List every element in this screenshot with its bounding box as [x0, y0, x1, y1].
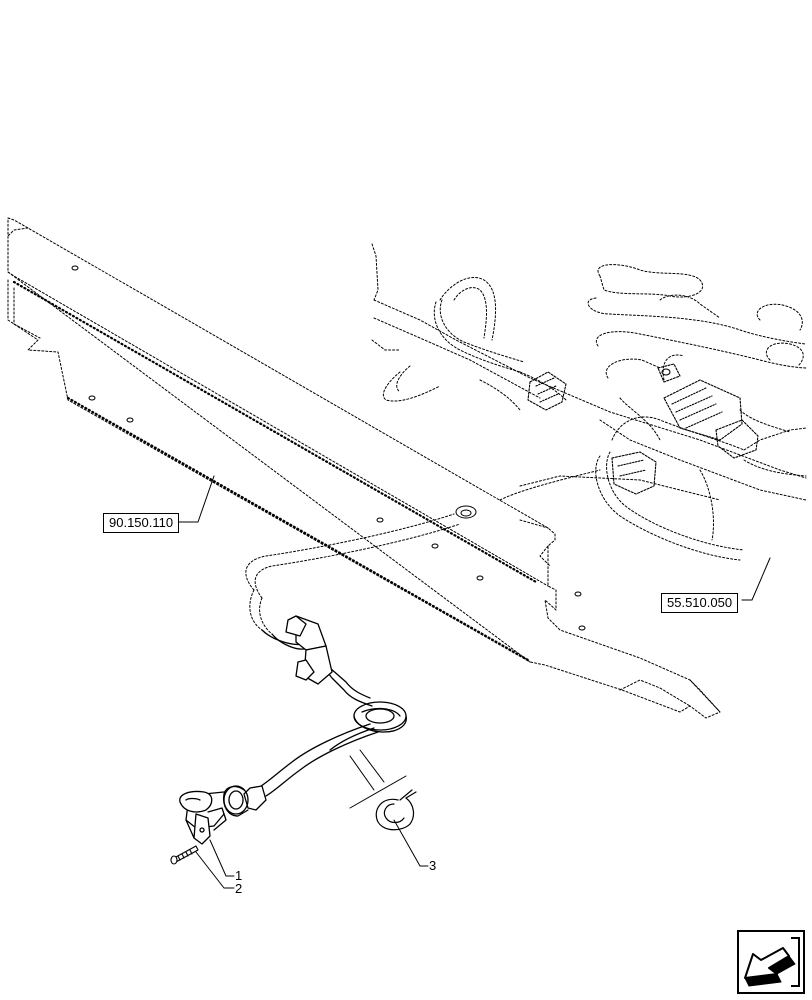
reference-90-150-110[interactable]: 90.150.110: [103, 513, 180, 533]
item-leaders: [195, 749, 429, 889]
next-page-arrow-icon[interactable]: [737, 930, 805, 994]
connectors-phantom: [527, 363, 759, 495]
retaining-clip: [375, 789, 417, 831]
frame-holes: [71, 265, 586, 631]
callout-item-2: 2: [235, 881, 243, 896]
reference-55-510-050[interactable]: 55.510.050: [661, 593, 739, 613]
frame-beam-phantom: [7, 217, 721, 719]
callout-item-1: 1: [235, 868, 243, 883]
reference-leaders: [177, 475, 771, 601]
machine-structure-phantom: [371, 243, 807, 501]
screw: [170, 845, 199, 865]
wiring-harness-phantom: [245, 277, 807, 635]
callout-item-3: 3: [429, 858, 437, 873]
frame-beam-edge-dots: [12, 280, 538, 662]
trailer-socket-harness: [179, 615, 407, 845]
